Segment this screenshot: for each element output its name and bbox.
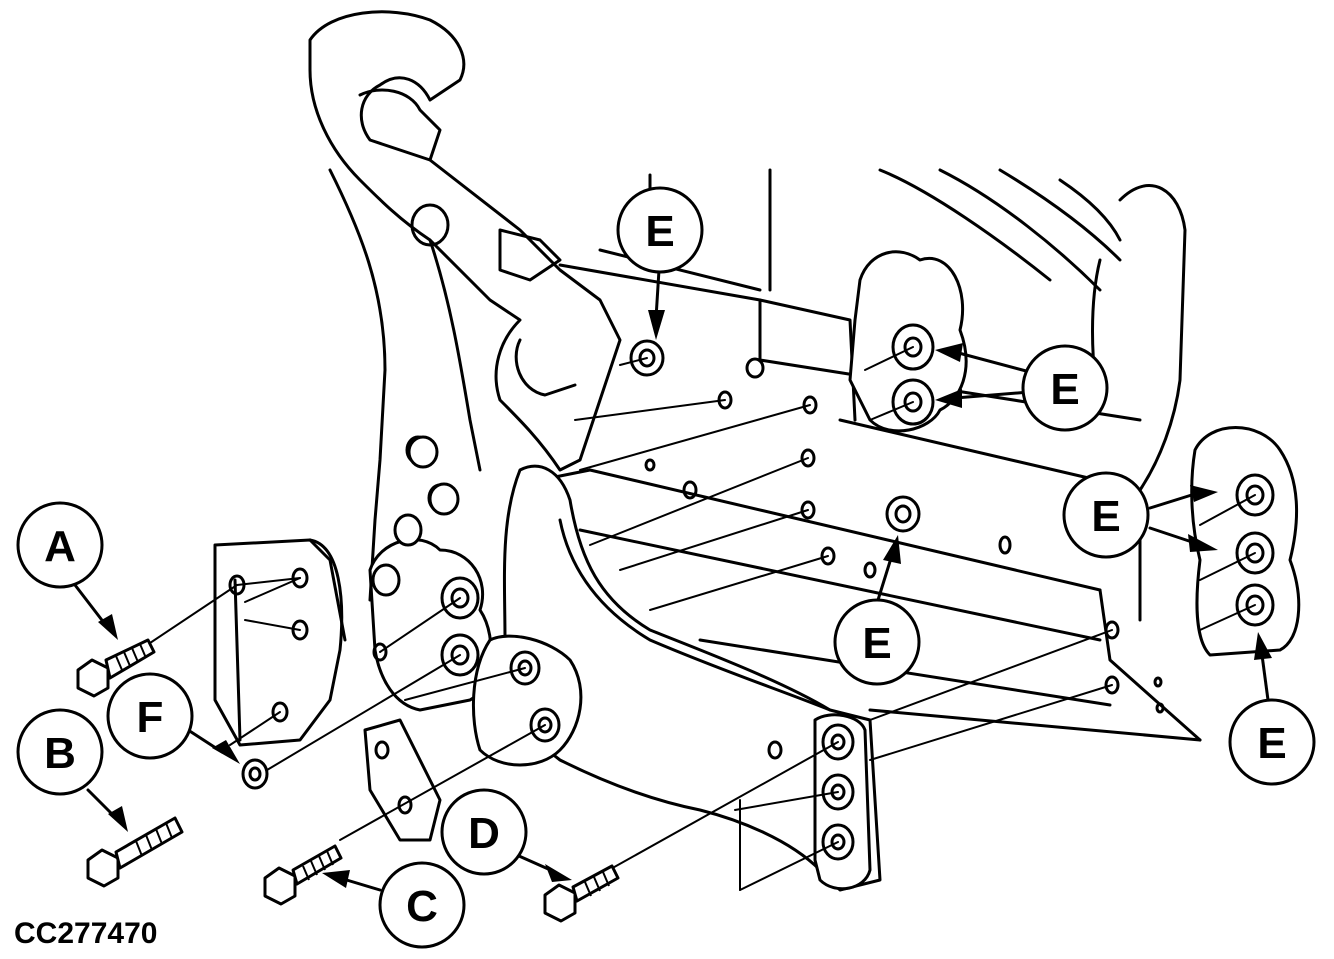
callout-e-lower-right: E — [1228, 698, 1316, 786]
callout-e-upper-right: E — [1021, 344, 1109, 432]
callout-d: D — [440, 788, 528, 876]
rear-frame-structure — [213, 10, 1301, 892]
callout-e-center: E — [833, 598, 921, 686]
callout-b: B — [16, 708, 104, 796]
callout-label-e-right: E — [1091, 492, 1120, 541]
callout-e-right: E — [1062, 471, 1150, 559]
callout-label-e-center: E — [862, 619, 891, 668]
callout-f: F — [106, 672, 194, 760]
bolt-d — [543, 864, 620, 923]
callout-a: A — [16, 501, 104, 589]
callout-label-f: F — [137, 693, 164, 742]
callout-label-e-lower-right: E — [1257, 719, 1286, 768]
mounting-holes — [228, 357, 1165, 861]
e-fasteners — [407, 323, 1275, 627]
callout-label-a: A — [44, 522, 76, 571]
bolt-c — [263, 844, 343, 906]
callout-label-e-upper-right: E — [1050, 365, 1079, 414]
bolt-b — [86, 816, 184, 888]
callout-label-d: D — [468, 809, 500, 858]
washer-f — [241, 758, 269, 790]
callout-label-b: B — [44, 729, 76, 778]
installation-lines — [149, 346, 1256, 891]
callout-label-c: C — [406, 882, 438, 931]
callout-label-e-top: E — [645, 207, 674, 256]
callout-e-top: E — [616, 186, 704, 274]
bolt-a — [76, 638, 156, 698]
leader-arrows — [73, 268, 1272, 892]
figure-code: CC277470 — [14, 917, 157, 950]
callout-c: C — [378, 861, 466, 949]
